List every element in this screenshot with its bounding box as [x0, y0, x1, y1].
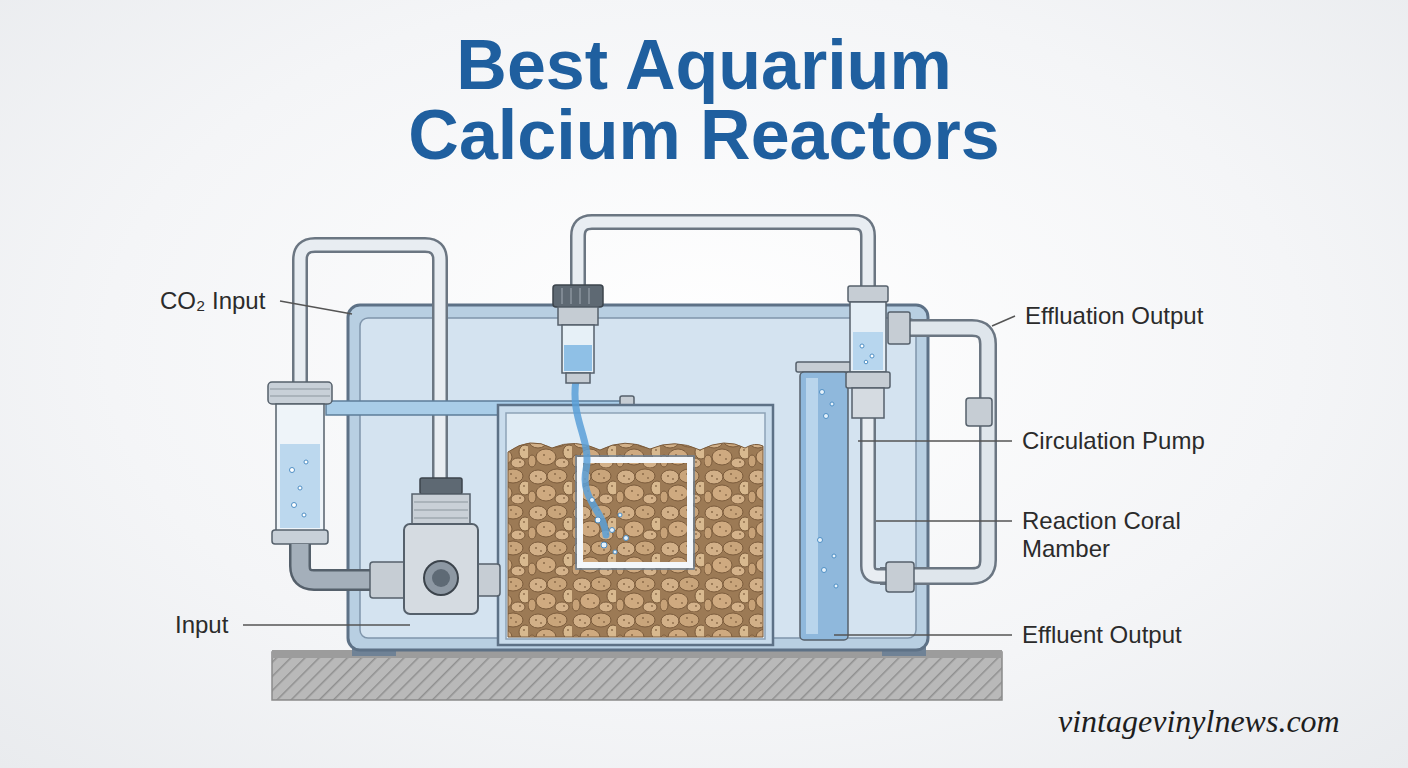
pipe	[300, 544, 372, 580]
cap-threads	[270, 389, 330, 396]
watermark: vintagevinylnews.com	[1058, 702, 1340, 740]
fitting-body	[852, 388, 884, 418]
fitting-nut	[846, 372, 890, 388]
pipe	[578, 222, 868, 290]
canister-cap	[268, 382, 332, 404]
leader-line	[243, 624, 410, 626]
canister-base	[272, 530, 328, 544]
leader-line	[858, 440, 1012, 442]
pipe	[300, 544, 372, 580]
pipe	[880, 328, 988, 576]
leader-line	[834, 634, 1012, 636]
pipe-nut	[966, 398, 992, 426]
fitting-cap	[848, 286, 888, 302]
part-label: Effluent Output	[1022, 621, 1182, 649]
fitting-body	[558, 307, 598, 325]
pump-port-inner	[432, 569, 450, 587]
water-stream	[575, 380, 606, 535]
bubbles	[290, 460, 309, 517]
chamber-inner	[506, 413, 765, 639]
part-label: CO₂ Input	[160, 287, 265, 315]
cap-ribs	[562, 288, 589, 304]
pump-body	[404, 524, 478, 614]
canister-water	[280, 444, 320, 528]
view-window-frame	[576, 456, 694, 569]
fitting-chamber	[850, 302, 886, 372]
canister-body	[276, 404, 324, 532]
pump-cap	[420, 478, 462, 494]
part-label: Circulation Pump	[1022, 427, 1205, 455]
column-highlight	[806, 378, 818, 634]
part-label: Effluation Output	[1025, 302, 1203, 330]
fitting-water	[564, 345, 592, 371]
circulation-column	[800, 372, 848, 640]
pump-neck	[412, 494, 470, 524]
pipe-fitting	[886, 562, 914, 592]
part-label: Reaction Coral Mamber	[1022, 507, 1194, 563]
fitting-cap	[553, 285, 603, 307]
bubbles	[860, 344, 874, 364]
leader-line	[280, 301, 352, 314]
part-label: Input	[175, 611, 228, 639]
bubbles	[590, 498, 629, 555]
fitting-chamber	[562, 325, 594, 373]
pipe	[578, 222, 868, 290]
leader-lines	[243, 301, 1015, 635]
fitting-water	[853, 332, 883, 370]
base-platform	[272, 652, 1002, 700]
leader-line	[992, 316, 1015, 326]
coral-chamber	[498, 405, 773, 645]
pump-port	[424, 561, 458, 595]
fitting-flange	[888, 312, 910, 344]
leader-line	[876, 520, 1012, 522]
bubbles	[818, 390, 839, 589]
column-cap	[796, 362, 852, 372]
pipe	[880, 328, 988, 576]
pump-threads	[414, 502, 468, 518]
fitting-nut	[566, 373, 590, 383]
pump-flange	[370, 562, 406, 598]
title: Best Aquarium Calcium Reactors	[354, 30, 1054, 170]
coral-media	[508, 443, 763, 637]
pump-flange	[476, 564, 500, 596]
